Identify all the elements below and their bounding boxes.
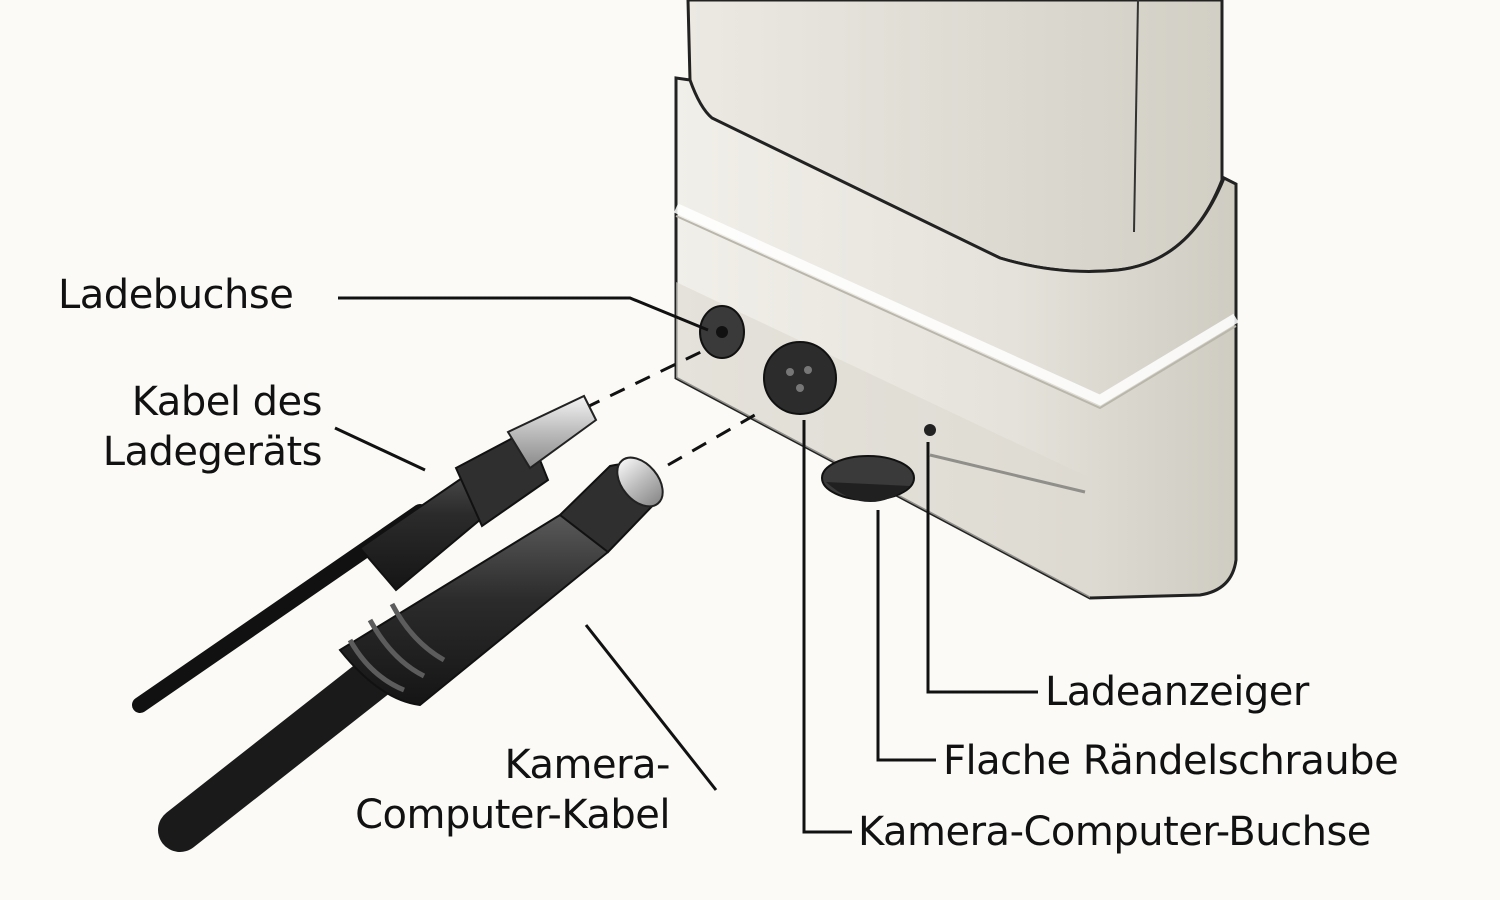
label-charging-socket: Ladebuchse [58, 272, 294, 318]
label-charge-indicator: Ladeanzeiger [1045, 669, 1309, 715]
label-knurled-screw: Flache Rändelschraube [943, 738, 1399, 784]
leader-charger-cable [334, 426, 426, 472]
label-camera-computer-cable: Kamera- Computer-Kabel [290, 740, 670, 840]
leader-charge-indicator [926, 442, 1038, 694]
label-charger-cable: Kabel des Ladegeräts [60, 377, 323, 477]
leader-charging-socket [338, 296, 709, 332]
leader-knurled-screw [876, 510, 936, 762]
charging-socket-icon [699, 305, 745, 359]
knurled-screw-icon [821, 455, 915, 503]
label-camera-computer-socket: Kamera-Computer-Buchse [858, 809, 1371, 855]
charge-indicator-icon [924, 424, 936, 436]
label-camera-computer-cable-line-2: Computer-Kabel [355, 792, 670, 838]
camera-computer-cable-plug [158, 456, 664, 852]
label-charger-cable-line-2: Ladegeräts [102, 429, 323, 475]
leader-camera-computer-cable [584, 624, 718, 791]
leader-lines [334, 296, 1038, 834]
charger-cable-plug [132, 394, 598, 713]
camera-computer-socket-icon [763, 341, 837, 415]
label-charger-cable-line-1: Kabel des [131, 379, 323, 425]
leader-camera-computer-socket [802, 420, 852, 834]
alignment-lines [584, 348, 761, 467]
label-camera-computer-cable-line-1: Kamera- [504, 742, 670, 788]
